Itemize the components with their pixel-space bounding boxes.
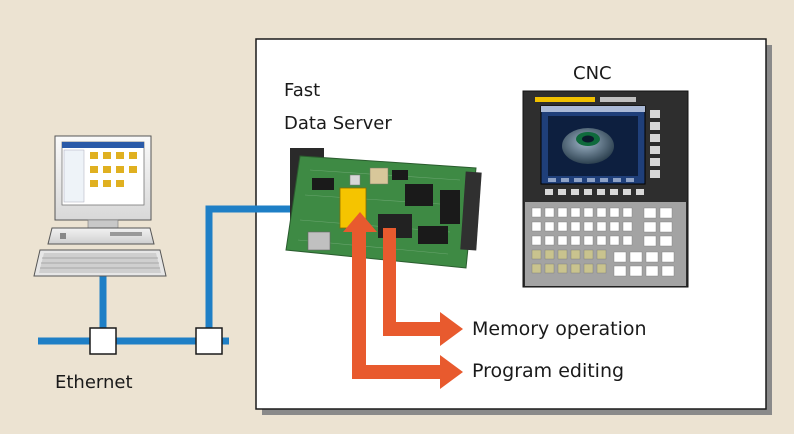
arrow-icon bbox=[383, 228, 463, 346]
memory-operation-label: Memory operation bbox=[472, 318, 647, 340]
cnc-label: CNC bbox=[573, 63, 612, 84]
fast-data-server-label-line2: Data Server bbox=[284, 113, 392, 134]
circuit-board-icon bbox=[285, 148, 482, 269]
ethernet-label: Ethernet bbox=[55, 372, 133, 393]
cnc-controller-icon bbox=[522, 90, 689, 288]
network-hub-icon bbox=[89, 327, 117, 355]
network-hub-icon bbox=[195, 327, 223, 355]
fast-data-server-label-line1: Fast bbox=[284, 80, 321, 101]
computer-icon bbox=[33, 135, 167, 277]
program-editing-label: Program editing bbox=[472, 360, 625, 382]
arrow-icon bbox=[343, 212, 463, 389]
